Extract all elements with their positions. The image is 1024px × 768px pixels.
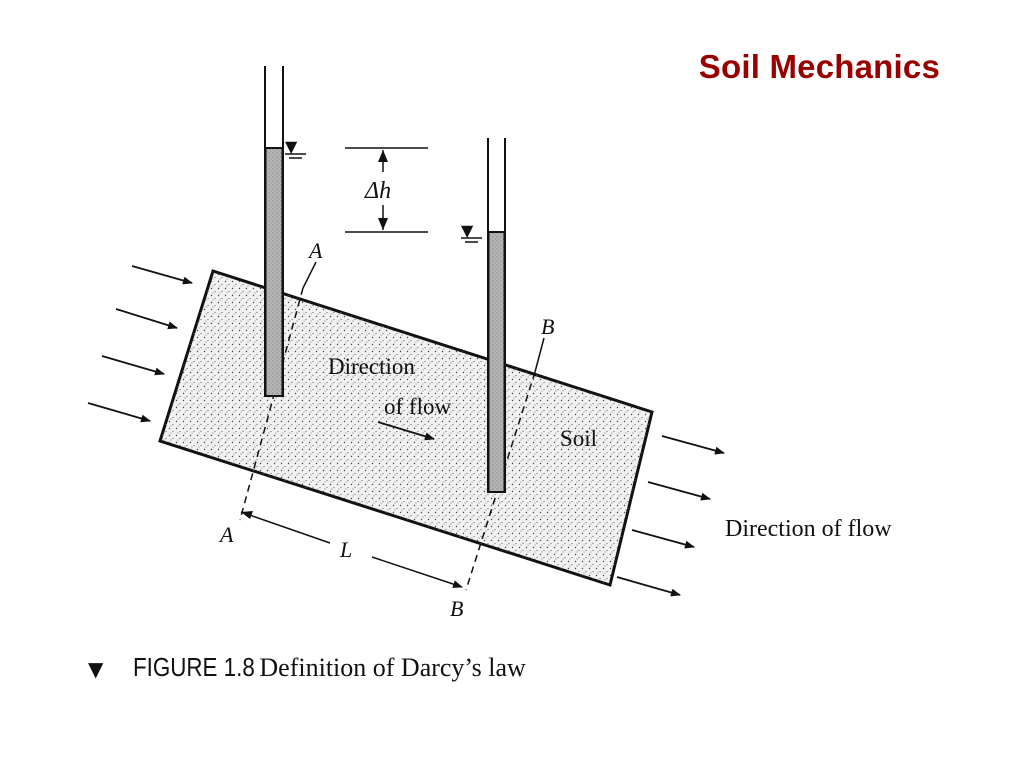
soil-label: Soil — [560, 426, 597, 451]
inner-flow-label-line2: of flow — [384, 394, 451, 419]
svg-text:▼: ▼ — [461, 221, 474, 240]
incoming-flow-arrows — [87, 265, 193, 423]
section-line-a — [239, 261, 317, 521]
caption-figure-number: FIGURE 1.8 — [133, 652, 256, 682]
delta-h-label: Δh — [364, 178, 391, 204]
section-a-top-label: A — [307, 238, 323, 263]
inner-flow-label-line1: Direction — [328, 354, 415, 379]
section-b-top-label: B — [541, 314, 554, 339]
water-level-marker-a: ▼ — [285, 137, 306, 159]
caption-triangle-icon: ▼ — [88, 657, 104, 681]
length-dimension — [240, 511, 463, 588]
length-label: L — [339, 537, 352, 562]
section-a-bottom-label: A — [218, 522, 234, 547]
figure-caption: ▼ FIGURE 1.8 Definition of Darcy’s law — [88, 652, 526, 683]
piezometer-tube-a — [264, 66, 284, 397]
caption-text: Definition of Darcy’s law — [259, 653, 526, 682]
slide-title: Soil Mechanics — [698, 48, 940, 85]
head-difference-dimension — [345, 147, 428, 233]
svg-text:▼: ▼ — [285, 137, 298, 156]
outer-flow-label: Direction of flow — [725, 516, 892, 542]
section-b-bottom-label: B — [450, 596, 463, 621]
outgoing-flow-arrows — [616, 435, 725, 597]
water-level-marker-b: ▼ — [461, 221, 482, 243]
piezometer-tube-b — [487, 138, 506, 493]
inner-flow-arrow — [377, 421, 435, 441]
